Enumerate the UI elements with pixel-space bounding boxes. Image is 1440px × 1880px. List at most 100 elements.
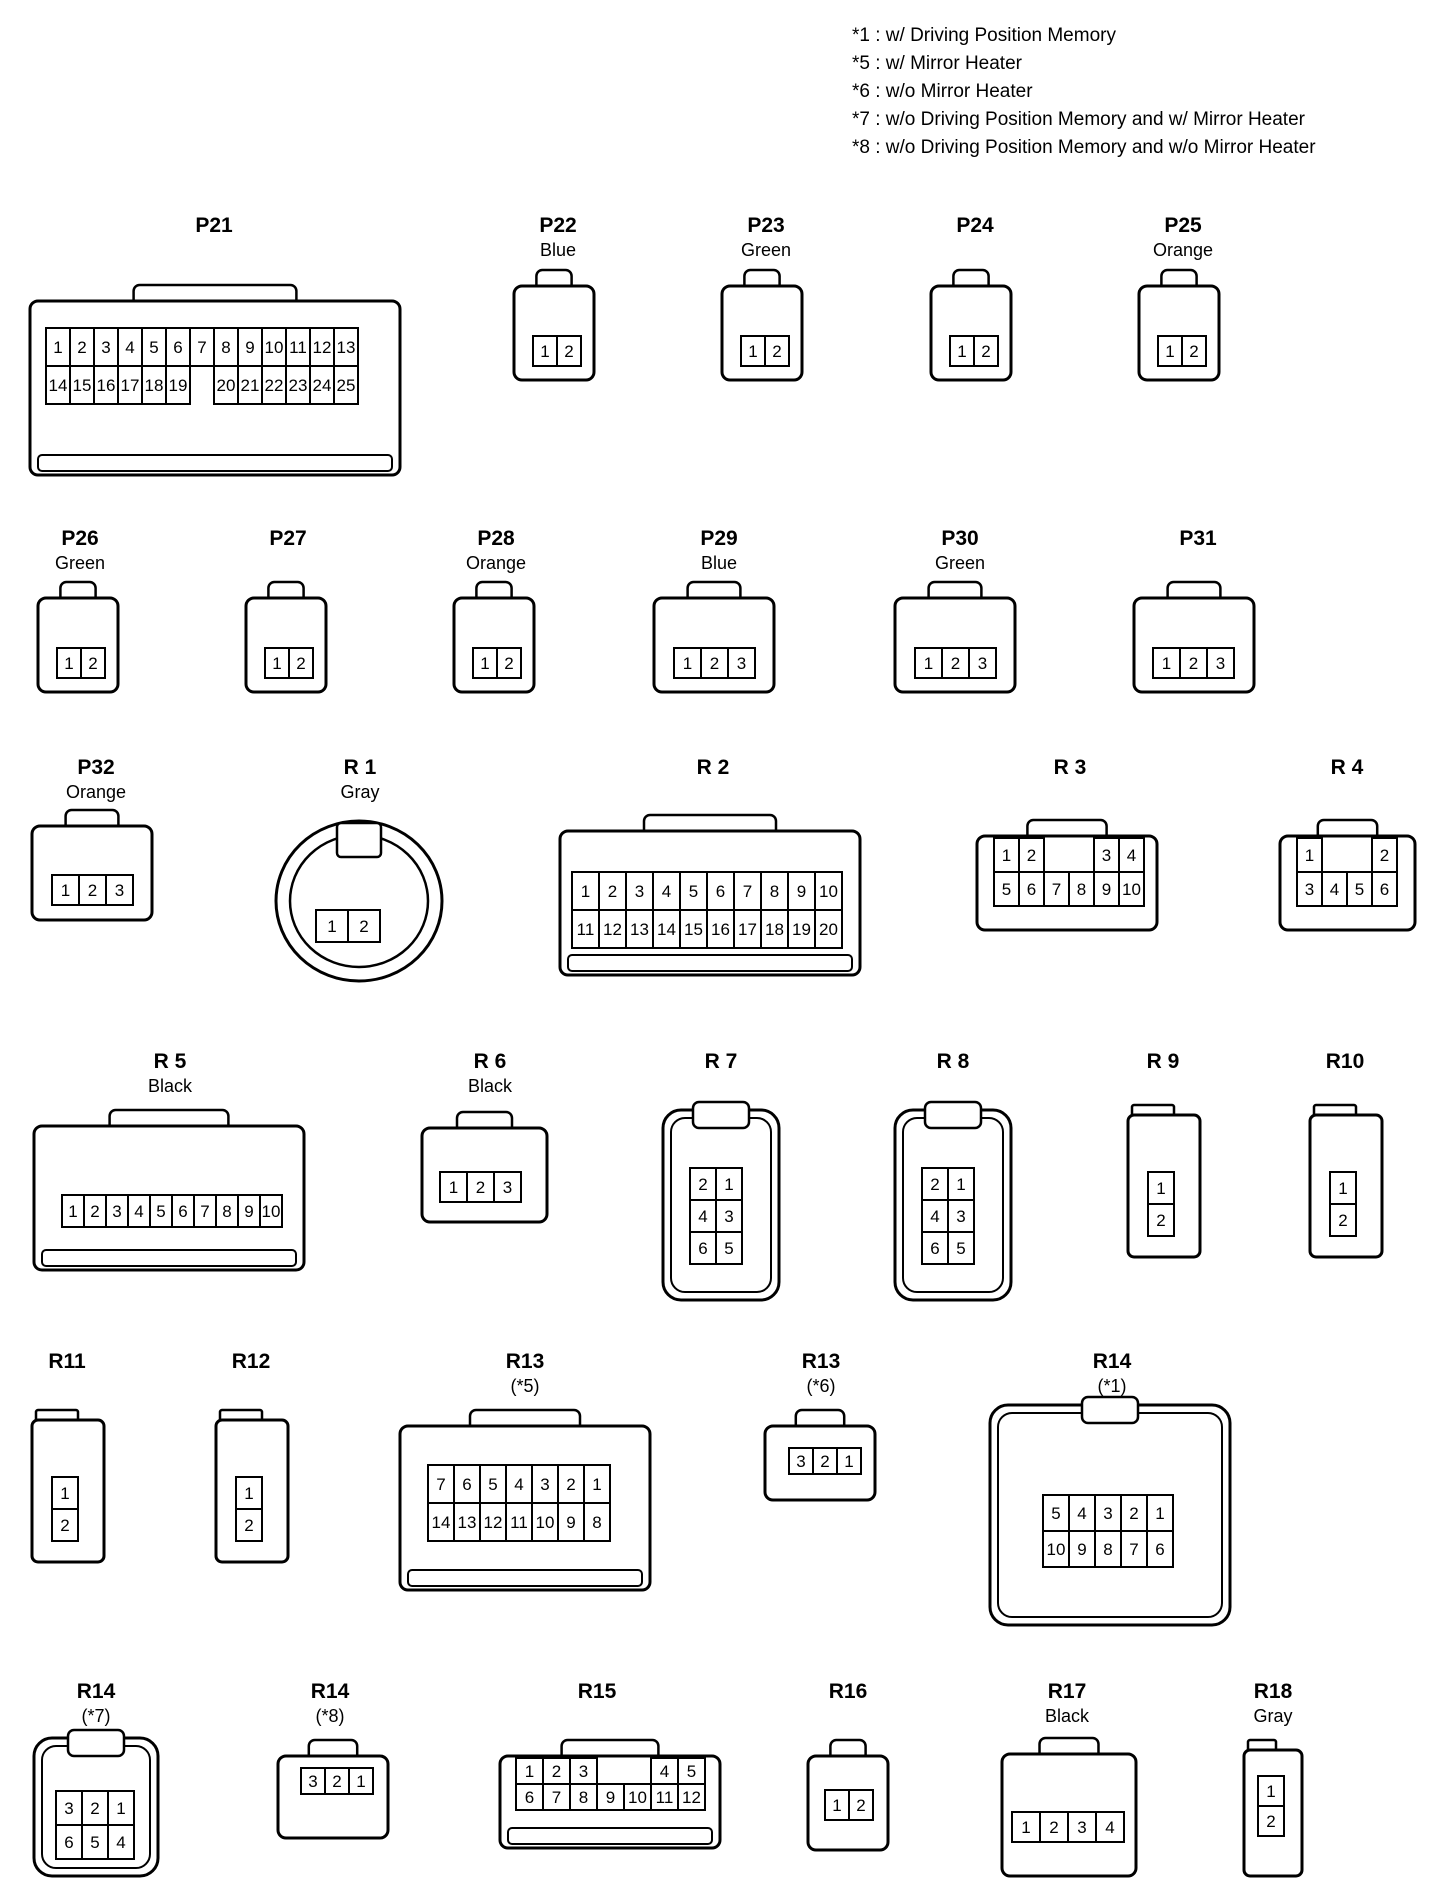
pin-number: 6 [462, 1475, 471, 1494]
pin-number: 1 [1165, 342, 1174, 361]
pin-number: 1 [540, 342, 549, 361]
pin-number: 1 [244, 1484, 253, 1503]
connector-id: R 7 [705, 1050, 738, 1073]
pin-cell [679, 909, 708, 949]
pin-number: 13 [458, 1513, 477, 1532]
pin-number: 13 [630, 920, 649, 939]
pin-number: 8 [1103, 1540, 1112, 1559]
pin-cell [69, 365, 95, 405]
connector-id: R13 [802, 1350, 841, 1373]
pin-number: 3 [978, 654, 987, 673]
pin-number: 16 [711, 920, 730, 939]
pin-cell [1329, 1171, 1357, 1205]
connector-id: R12 [232, 1350, 271, 1373]
pin-number: 1 [1156, 1179, 1165, 1198]
pin-number: 6 [64, 1833, 73, 1852]
pin-number: 4 [1105, 1818, 1114, 1837]
pin-number: 2 [1156, 1211, 1165, 1230]
pin-number: 18 [145, 376, 164, 395]
connector-subtitle: (*8) [315, 1706, 344, 1726]
pin-cell [571, 871, 600, 911]
pin-number: 20 [217, 376, 236, 395]
pin-cell [677, 1757, 706, 1785]
connector-id: P26 [61, 527, 98, 550]
connector-subtitle: Green [55, 553, 105, 573]
pin-cell [557, 1464, 585, 1504]
connector-id: R17 [1048, 1680, 1087, 1703]
connector-id: R 1 [344, 756, 377, 779]
connector-subtitle: Orange [66, 782, 126, 802]
pin-number: 5 [1051, 1504, 1060, 1523]
connector-id: R 8 [937, 1050, 970, 1073]
pin-cell [505, 1464, 533, 1504]
connector-subtitle: Gray [340, 782, 379, 802]
connector-subtitle: Green [935, 553, 985, 573]
connector-id: P32 [77, 756, 114, 779]
pin-cell [285, 365, 311, 405]
pin-number: 6 [698, 1239, 707, 1258]
pin-cell [1257, 1805, 1285, 1837]
pin-number: 1 [1266, 1782, 1275, 1801]
latch [923, 1100, 983, 1130]
pin-number: 16 [97, 376, 116, 395]
connector-id: P28 [477, 527, 515, 550]
pin-cell [1068, 1494, 1096, 1532]
pin-number: 7 [436, 1475, 445, 1494]
pin-number: 5 [1002, 880, 1011, 899]
connector-id: R14 [1093, 1350, 1132, 1373]
pin-number: 2 [930, 1175, 939, 1194]
pin-number: 4 [1330, 880, 1339, 899]
pin-number: 2 [710, 654, 719, 673]
pin-cell [1018, 837, 1045, 873]
pin-cell [259, 1194, 283, 1228]
pin-number: 24 [313, 376, 332, 395]
pin-number: 8 [222, 1202, 231, 1221]
pin-number: 14 [657, 920, 676, 939]
connector-id: R 6 [474, 1050, 507, 1073]
pin-number: 7 [197, 338, 206, 357]
connector-id: R16 [829, 1680, 868, 1703]
pin-number: 1 [956, 1175, 965, 1194]
pin-cell [309, 365, 335, 405]
pin-cell [427, 1502, 455, 1542]
legend-note: *1 : w/ Driving Position Memory [852, 25, 1116, 46]
legend-notes: *1 : w/ Driving Position Memory *5 : w/ … [852, 22, 1316, 162]
connector-id: R 5 [154, 1050, 187, 1073]
pin-number: 3 [112, 1202, 121, 1221]
pin-cell [348, 1767, 374, 1795]
pin-number: 3 [796, 1452, 805, 1471]
pin-number: 1 [581, 882, 590, 901]
pin-cell [973, 335, 999, 367]
pin-number: 19 [169, 376, 188, 395]
connector-subtitle: Black [468, 1076, 513, 1096]
pin-cell [55, 1790, 83, 1826]
pin-number: 1 [832, 1796, 841, 1815]
pin-cell [1146, 1530, 1174, 1568]
pin-number: 1 [724, 1175, 733, 1194]
pin-number: 12 [484, 1513, 503, 1532]
connector-id: P31 [1179, 527, 1217, 550]
pin-number: 2 [1266, 1812, 1275, 1831]
pin-cell [1181, 335, 1207, 367]
pin-cell [556, 335, 582, 367]
pin-number: 11 [656, 1788, 674, 1807]
pin-number: 6 [173, 338, 182, 357]
pin-number: 18 [765, 920, 784, 939]
pin-cell [532, 335, 558, 367]
pin-number: 1 [525, 1762, 534, 1781]
pin-number: 17 [121, 376, 140, 395]
connector-subtitle: Black [148, 1076, 193, 1096]
pin-cell [652, 909, 681, 949]
pin-number: 2 [981, 342, 990, 361]
pin-number: 3 [503, 1178, 512, 1197]
pin-cell [1371, 871, 1398, 907]
pin-number: 1 [356, 1772, 365, 1791]
pin-number: 12 [313, 338, 332, 357]
